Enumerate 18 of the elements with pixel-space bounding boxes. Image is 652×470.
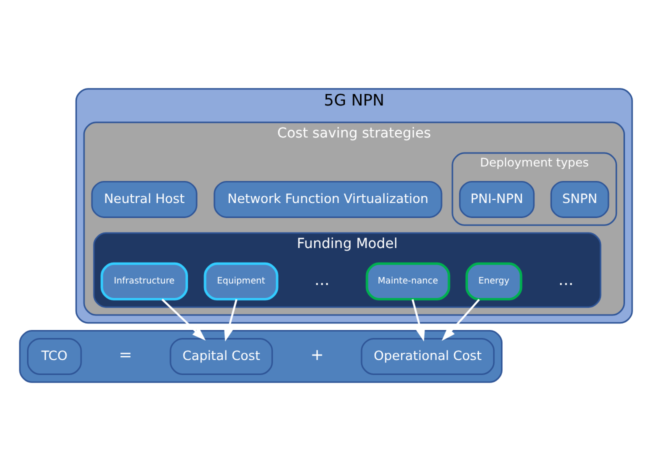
cluster bbox=[19, 330, 503, 382]
label: + bbox=[310, 344, 324, 364]
label: ... bbox=[558, 270, 574, 289]
node-box: PNI-NPN bbox=[459, 180, 535, 218]
node-box: Infrastructure bbox=[100, 262, 188, 300]
label: = bbox=[118, 344, 132, 364]
node-box: Network Function Virtualization bbox=[214, 180, 442, 218]
node-box: Mainte-nance bbox=[366, 262, 450, 300]
arrow bbox=[442, 298, 480, 340]
arrow bbox=[161, 298, 206, 340]
node-box: Operational Cost bbox=[360, 337, 495, 374]
node-box: Energy bbox=[466, 262, 522, 300]
node-box: Equipment bbox=[204, 262, 278, 300]
node-box: SNPN bbox=[550, 180, 610, 218]
node-box: TCO bbox=[27, 337, 82, 374]
node-box: Neutral Host bbox=[91, 180, 198, 218]
label: ... bbox=[314, 270, 330, 289]
node-box: Capital Cost bbox=[170, 337, 273, 374]
